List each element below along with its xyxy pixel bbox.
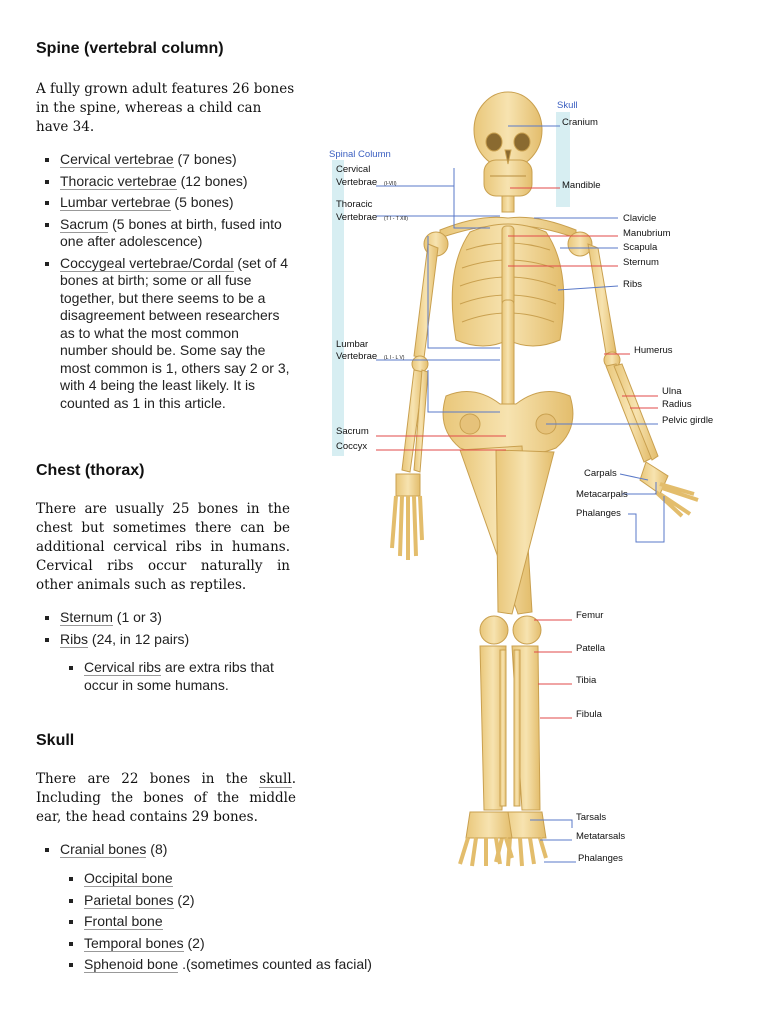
label-phalanges-hand: Phalanges: [576, 508, 621, 519]
cervical-vertebrae-link[interactable]: Cervical vertebrae: [60, 151, 174, 168]
label-tibia: Tibia: [576, 675, 597, 686]
skeleton-diagram: Skull Spinal Column Cervical Vertebrae (…: [329, 91, 713, 867]
label-lumbar-range: (L I - L V): [384, 355, 405, 361]
label-thoracic: Thoracic: [336, 199, 373, 210]
label-mandible: Mandible: [562, 180, 601, 191]
spine-list: Cervical vertebrae (7 bones) Thoracic ve…: [36, 151, 290, 416]
label-ribs: Ribs: [623, 279, 642, 290]
label-cervical: Cervical: [336, 164, 370, 175]
list-item: Cervical ribs are extra ribs that occur …: [60, 659, 294, 694]
label-ulna: Ulna: [662, 386, 682, 397]
cervical-ribs-link[interactable]: Cervical ribs: [84, 659, 162, 676]
list-item: Lumbar vertebrae (5 bones): [36, 194, 290, 212]
temporal-bones-link[interactable]: Temporal bones: [84, 934, 184, 952]
label-thoracic-vertebrae: Vertebrae: [336, 212, 377, 223]
sacrum-link[interactable]: Sacrum: [60, 215, 109, 233]
label-scapula: Scapula: [623, 242, 658, 253]
label-sacrum: Sacrum: [336, 426, 369, 437]
list-item: Occipital bone: [60, 870, 420, 888]
spine-intro: A fully grown adult features 26 bones in…: [36, 81, 295, 135]
spine-heading: Spine (vertebral column): [36, 40, 224, 57]
label-cranium: Cranium: [562, 117, 598, 128]
label-radius: Radius: [662, 399, 692, 410]
label-cervical-vertebrae: Vertebrae: [336, 177, 377, 188]
label-tarsals: Tarsals: [576, 812, 606, 823]
label-manubrium: Manubrium: [623, 228, 671, 239]
cranial-bones-link[interactable]: Cranial bones: [60, 841, 147, 858]
label-fibula: Fibula: [576, 709, 603, 720]
label-lumbar: Lumbar: [336, 339, 368, 350]
label-lumbar-vertebrae: Vertebrae: [336, 351, 377, 362]
list-item: Cervical vertebrae (7 bones): [36, 151, 290, 169]
label-phalanges-foot: Phalanges: [578, 853, 623, 864]
label-patella: Patella: [576, 643, 606, 654]
list-item: Sphenoid bone .(sometimes counted as fac…: [60, 956, 420, 974]
coccygeal-vertebrae-link[interactable]: Coccygeal vertebrae/Cordal: [60, 254, 234, 272]
skeleton-figure: [390, 91, 699, 867]
skull-link[interactable]: skull: [259, 771, 292, 788]
label-thoracic-range: (T I - T XII): [384, 216, 408, 222]
skull-heading: Skull: [36, 732, 75, 749]
skull-intro: There are 22 bones in the skull. Includi…: [36, 771, 296, 825]
label-carpals: Carpals: [584, 468, 617, 479]
list-item: Frontal bone: [60, 913, 420, 931]
sternum-link[interactable]: Sternum: [60, 609, 113, 626]
frontal-bone-link[interactable]: Frontal bone: [84, 913, 163, 930]
list-item: Thoracic vertebrae (12 bones): [36, 172, 290, 191]
list-item: Sternum (1 or 3): [36, 609, 290, 627]
label-spinal-column: Spinal Column: [329, 149, 391, 160]
occipital-bone-link[interactable]: Occipital bone: [84, 870, 173, 887]
spinal-column-bar: [332, 160, 344, 456]
lumbar-vertebrae-link[interactable]: Lumbar vertebrae: [60, 194, 171, 211]
skull-list: Cranial bones (8): [36, 841, 290, 863]
list-item: Coccygeal vertebrae/Cordal (set of 4 bon…: [36, 254, 290, 413]
list-item: Cranial bones (8): [36, 841, 290, 859]
chest-sublist: Cervical ribs are extra ribs that occur …: [60, 659, 294, 698]
ribs-link[interactable]: Ribs: [60, 630, 89, 648]
label-metatarsals: Metatarsals: [576, 831, 625, 842]
sphenoid-bone-link[interactable]: Sphenoid bone: [84, 956, 179, 973]
chest-list: Sternum (1 or 3) Ribs (24, in 12 pairs): [36, 609, 290, 652]
label-coccyx: Coccyx: [336, 441, 367, 452]
list-item: Ribs (24, in 12 pairs): [36, 630, 290, 649]
leader-lines: [376, 125, 665, 863]
label-femur: Femur: [576, 610, 603, 621]
label-clavicle: Clavicle: [623, 213, 656, 224]
label-metacarpals: Metacarpals: [576, 489, 628, 500]
label-sternum: Sternum: [623, 257, 659, 268]
list-item: Sacrum (5 bones at birth, fused into one…: [36, 215, 290, 251]
list-item: Temporal bones (2): [60, 934, 420, 953]
label-humerus: Humerus: [634, 345, 673, 356]
parietal-bones-link[interactable]: Parietal bones: [84, 891, 174, 909]
skull-bar: [556, 112, 570, 207]
skull-sublist: Occipital bone Parietal bones (2) Fronta…: [60, 870, 420, 978]
label-skull: Skull: [557, 100, 578, 111]
list-item: Parietal bones (2): [60, 891, 420, 910]
label-pelvic-girdle: Pelvic girdle: [662, 415, 713, 426]
chest-heading: Chest (thorax): [36, 462, 145, 479]
thoracic-vertebrae-link[interactable]: Thoracic vertebrae: [60, 172, 177, 190]
label-cervical-range: (I-VII): [384, 181, 397, 187]
chest-intro: There are usually 25 bones in the chest …: [36, 501, 290, 593]
